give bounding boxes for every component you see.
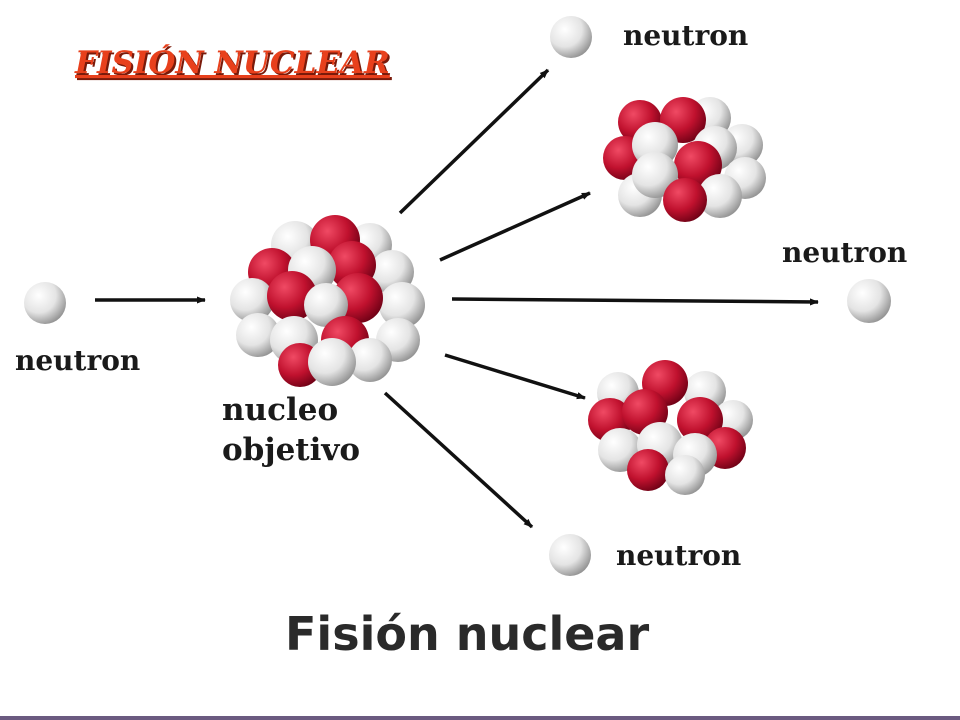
bottom-rule bbox=[0, 716, 960, 720]
fragment-lower bbox=[588, 360, 753, 495]
fragment-upper bbox=[603, 97, 766, 222]
arrow-to-neutron-bottom bbox=[383, 391, 534, 529]
label-neutron-top: neutron bbox=[623, 19, 748, 52]
neutron-bottom bbox=[549, 534, 591, 576]
page-title: FISIÓN NUCLEAR bbox=[74, 43, 390, 81]
arrow-to-fragment-bottom bbox=[444, 353, 586, 400]
diagram-caption: Fisión nuclear bbox=[285, 607, 649, 661]
label-neutron-right: neutron bbox=[782, 236, 907, 269]
title-shadow: FISIÓN NUCLEAR bbox=[76, 45, 392, 83]
target-nucleus bbox=[230, 215, 425, 387]
arrow-to-neutron-top bbox=[398, 68, 550, 215]
free-neutrons bbox=[24, 16, 891, 576]
label-neutron-bottom: neutron bbox=[616, 539, 741, 572]
arrows bbox=[95, 68, 819, 529]
neutron-top bbox=[550, 16, 592, 58]
arrow-to-neutron-right bbox=[451, 297, 819, 306]
label-target-nucleus-line1: nucleo bbox=[222, 392, 338, 428]
neutron-incoming bbox=[24, 282, 66, 324]
label-target-nucleus-line2: objetivo bbox=[222, 432, 360, 468]
neutron-right bbox=[847, 279, 891, 323]
labels: neutron nucleo objetivo neutron neutron … bbox=[15, 19, 907, 572]
label-incoming-neutron: neutron bbox=[15, 344, 140, 377]
title-group: FISIÓN NUCLEAR FISIÓN NUCLEAR bbox=[74, 43, 392, 83]
arrow-to-fragment-top bbox=[439, 191, 591, 262]
